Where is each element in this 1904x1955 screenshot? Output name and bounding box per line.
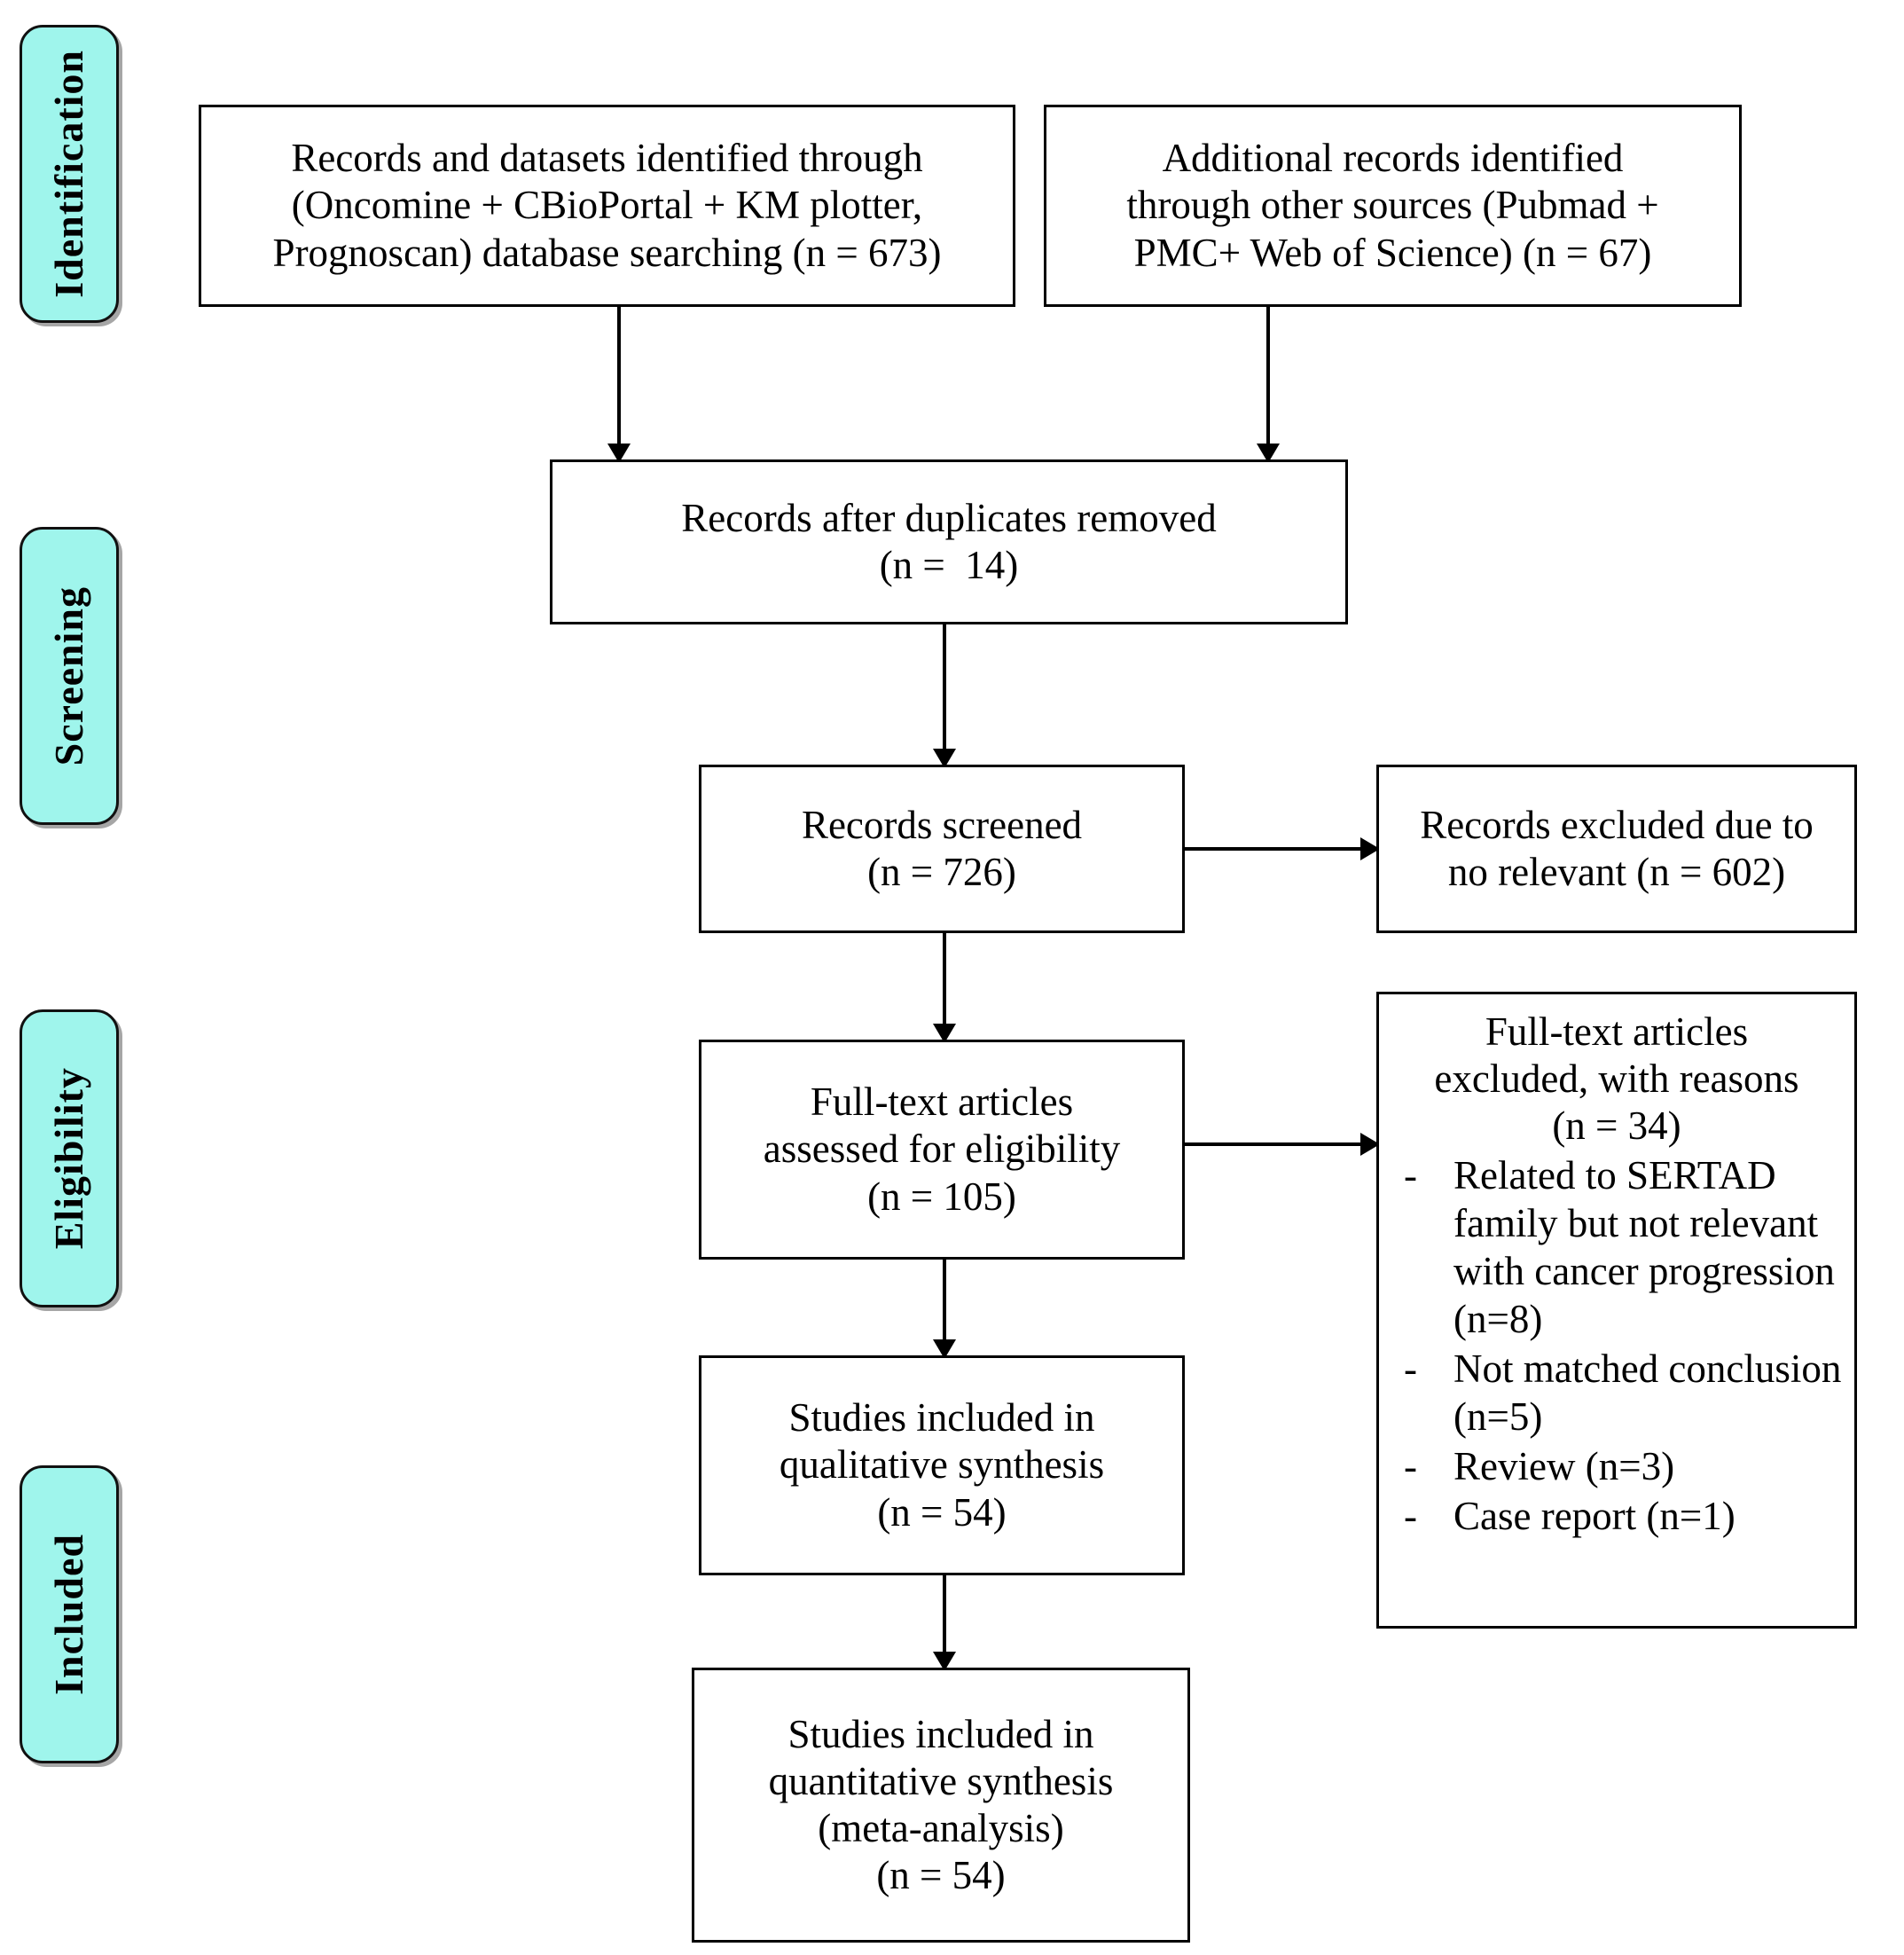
box-qualitative-synthesis-line-1: Studies included in bbox=[788, 1395, 1095, 1441]
box-records-identified-databases-line-1: Records and datasets identified through bbox=[291, 136, 923, 181]
box-records-after-duplicates-removed-line-1: Records after duplicates removed bbox=[681, 495, 1217, 540]
stage-label-eligibility: Eligibility bbox=[20, 1009, 119, 1307]
box-quantitative-synthesis-line-1: Studies included in bbox=[787, 1711, 1094, 1756]
box-quantitative-synthesis: Studies included in quantitative synthes… bbox=[692, 1668, 1190, 1943]
exclusion-reason-text: Case report (n=1) bbox=[1453, 1494, 1736, 1539]
box-additional-records-identified: Additional records identified through ot… bbox=[1044, 105, 1742, 307]
connector-fulltext-to-excluded-reasons bbox=[1185, 1142, 1362, 1146]
box-records-screened-line-2: (n = 726) bbox=[867, 850, 1016, 894]
arrowhead-fulltext-to-excluded-reasons bbox=[1360, 1133, 1380, 1156]
stage-label-screening: Screening bbox=[20, 527, 119, 825]
box-fulltext-excluded-heading-line-2: excluded, with reasons bbox=[1434, 1056, 1799, 1102]
stage-label-identification-text: Identification bbox=[46, 50, 91, 298]
box-qualitative-synthesis-line-3: (n = 54) bbox=[877, 1489, 1007, 1535]
box-fulltext-excluded-heading-line-3: (n = 34) bbox=[1552, 1103, 1681, 1149]
box-additional-records-identified-line-3: PMC+ Web of Science) (n = 67) bbox=[1133, 230, 1652, 275]
exclusion-reason-item: - Review (n=3) bbox=[1388, 1442, 1845, 1490]
box-fulltext-assessed-line-3: (n = 105) bbox=[867, 1174, 1016, 1219]
box-quantitative-synthesis-line-4: (n = 54) bbox=[876, 1853, 1006, 1898]
stage-label-identification: Identification bbox=[20, 25, 119, 323]
box-records-after-duplicates-removed-line-2: (n = 14) bbox=[879, 543, 1019, 587]
exclusion-reason-text: Not matched conclusion (n=5) bbox=[1453, 1347, 1842, 1440]
box-fulltext-assessed-line-1: Full-text articles bbox=[810, 1080, 1074, 1125]
box-records-identified-databases-line-2: (Oncomine + CBioPortal + KM plotter, bbox=[291, 183, 923, 228]
stage-label-included-text: Included bbox=[46, 1534, 91, 1695]
stage-label-screening-text: Screening bbox=[46, 585, 91, 766]
arrowhead-screened-to-fulltext bbox=[933, 1024, 956, 1043]
connector-duplicates-to-screened bbox=[943, 624, 946, 758]
arrowhead-duplicates-to-screened bbox=[933, 749, 956, 768]
arrowhead-other-to-duplicates bbox=[1257, 444, 1280, 463]
bullet-dash-icon: - bbox=[1404, 1347, 1417, 1392]
box-qualitative-synthesis-line-2: qualitative synthesis bbox=[779, 1442, 1105, 1488]
box-records-after-duplicates-removed: Records after duplicates removed (n = 14… bbox=[550, 459, 1348, 624]
box-records-excluded-line-1: Records excluded due to bbox=[1420, 802, 1814, 847]
box-records-identified-databases-line-3: Prognoscan) database searching (n = 673) bbox=[272, 230, 942, 275]
box-fulltext-excluded-heading: Full-text articles excluded, with reason… bbox=[1388, 1009, 1845, 1150]
bullet-dash-icon: - bbox=[1404, 1153, 1417, 1198]
bullet-dash-icon: - bbox=[1404, 1494, 1417, 1539]
arrowhead-screened-to-excluded bbox=[1360, 837, 1380, 860]
connector-databases-to-duplicates bbox=[617, 307, 621, 452]
box-fulltext-excluded-heading-line-1: Full-text articles bbox=[1485, 1009, 1749, 1054]
box-quantitative-synthesis-line-2: quantitative synthesis bbox=[768, 1758, 1114, 1803]
connector-qualitative-to-quantitative bbox=[943, 1575, 946, 1661]
box-additional-records-identified-line-1: Additional records identified bbox=[1162, 136, 1624, 181]
arrowhead-qualitative-to-quantitative bbox=[933, 1652, 956, 1671]
exclusion-reason-text: Related to SERTAD family but not relevan… bbox=[1453, 1153, 1835, 1342]
connector-fulltext-to-qualitative bbox=[943, 1260, 946, 1348]
box-additional-records-identified-line-2: through other sources (Pubmad + bbox=[1126, 183, 1659, 228]
box-records-screened-line-1: Records screened bbox=[801, 802, 1083, 847]
box-records-screened: Records screened (n = 726) bbox=[699, 765, 1185, 933]
box-fulltext-assessed: Full-text articles assessed for eligibil… bbox=[699, 1040, 1185, 1260]
box-qualitative-synthesis: Studies included in qualitative synthesi… bbox=[699, 1355, 1185, 1575]
box-records-excluded: Records excluded due to no relevant (n =… bbox=[1376, 765, 1857, 933]
connector-other-to-duplicates bbox=[1266, 307, 1270, 452]
connector-screened-to-fulltext bbox=[943, 933, 946, 1032]
box-records-identified-databases: Records and datasets identified through … bbox=[199, 105, 1015, 307]
arrowhead-databases-to-duplicates bbox=[607, 444, 631, 463]
bullet-dash-icon: - bbox=[1404, 1444, 1417, 1489]
exclusion-reason-item: - Related to SERTAD family but not relev… bbox=[1388, 1151, 1845, 1343]
exclusion-reason-item: - Case report (n=1) bbox=[1388, 1492, 1845, 1540]
box-fulltext-excluded-with-reasons: Full-text articles excluded, with reason… bbox=[1376, 992, 1857, 1629]
box-fulltext-assessed-line-2: assessed for eligibility bbox=[763, 1127, 1121, 1172]
box-quantitative-synthesis-line-3: (meta-analysis) bbox=[818, 1806, 1064, 1850]
exclusion-reasons-list: - Related to SERTAD family but not relev… bbox=[1388, 1150, 1845, 1540]
box-records-excluded-line-2: no relevant (n = 602) bbox=[1447, 850, 1786, 894]
connector-screened-to-excluded bbox=[1185, 847, 1362, 851]
stage-label-eligibility-text: Eligibility bbox=[46, 1067, 91, 1250]
exclusion-reason-text: Review (n=3) bbox=[1453, 1444, 1675, 1489]
arrowhead-fulltext-to-qualitative bbox=[933, 1339, 956, 1359]
exclusion-reason-item: - Not matched conclusion (n=5) bbox=[1388, 1345, 1845, 1441]
stage-label-included: Included bbox=[20, 1465, 119, 1763]
